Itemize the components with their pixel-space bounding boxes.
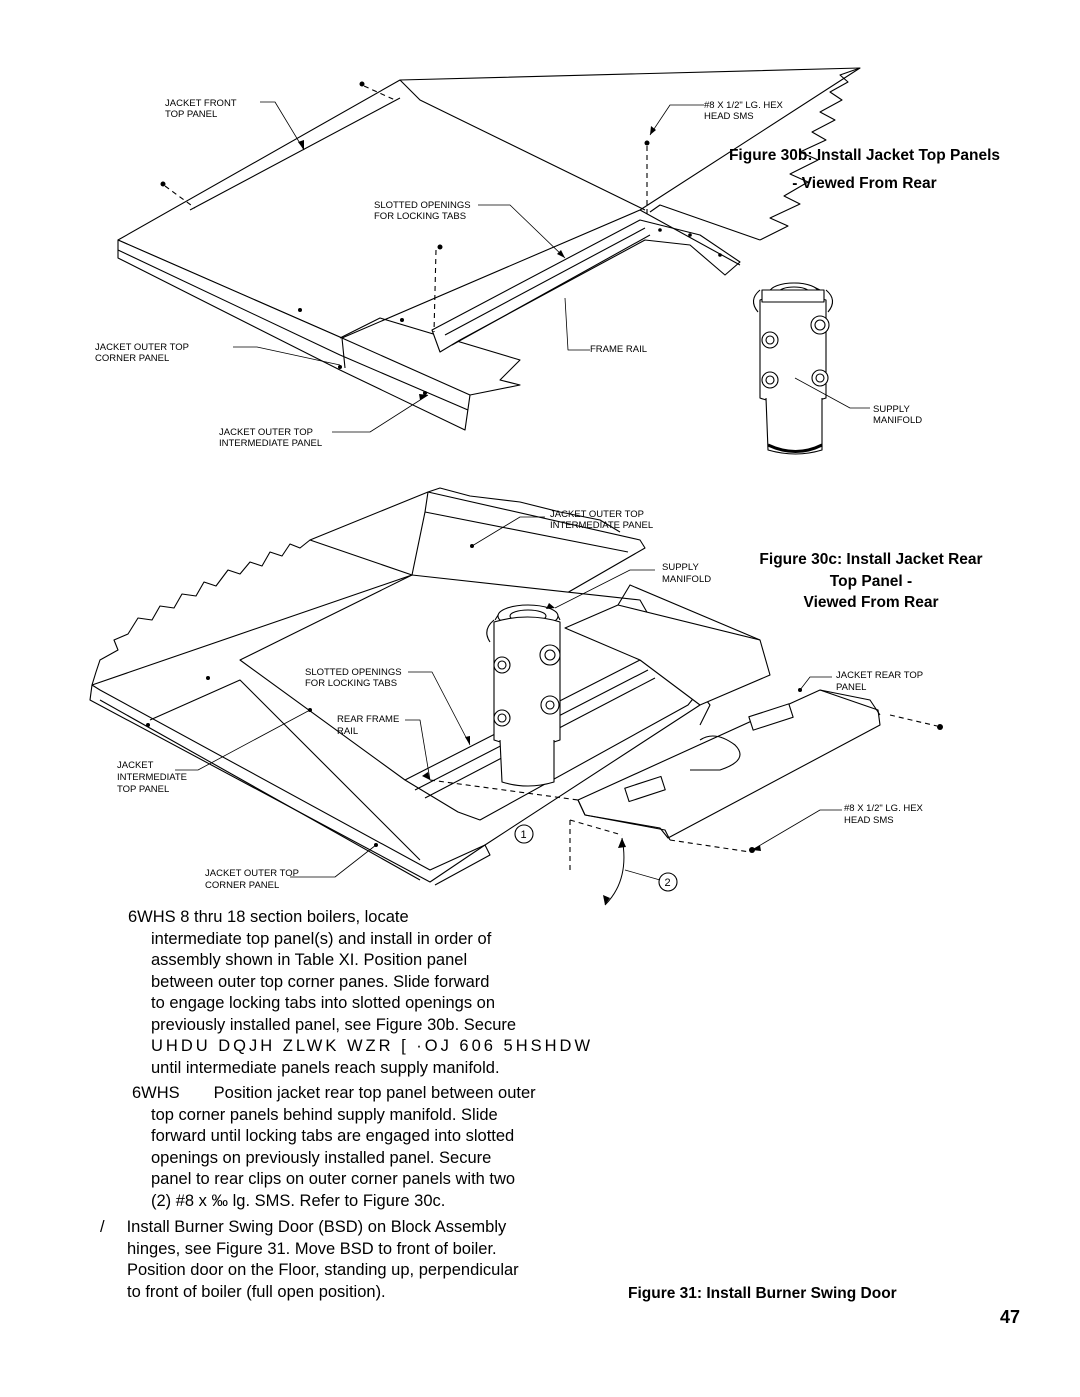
step-2-line-6: (2) #8 x ‰ lg. SMS. Refer to Figure 30c. [151, 1191, 446, 1210]
label-c-slotted-2: FOR LOCKING TABS [305, 678, 397, 689]
step-2-line-1: Position jacket rear top panel between o… [213, 1084, 536, 1102]
figure-30c-caption-line1: Figure 30c: Install Jacket Rear [759, 551, 983, 568]
label-c-jacket-inter-3: TOP PANEL [117, 784, 169, 795]
step-1-line-8: until intermediate panels reach supply m… [151, 1058, 500, 1077]
label-c-rear-rail-1: REAR FRAME [337, 714, 399, 725]
label-slotted-1: SLOTTED OPENINGS [374, 200, 471, 211]
label-outer-intermediate-1: JACKET OUTER TOP [219, 427, 313, 438]
figure-30c-labels: JACKET OUTER TOP INTERMEDIATE PANEL SUPP… [117, 509, 924, 891]
label-c-outer-intermediate-2: INTERMEDIATE PANEL [550, 520, 653, 531]
label-c-supply-1: SUPPLY [662, 562, 699, 573]
step-1-line-6: previously installed panel, see Figure 3… [151, 1015, 517, 1034]
label-outer-intermediate-2: INTERMEDIATE PANEL [219, 438, 322, 449]
label-c-outer-corner-2: CORNER PANEL [205, 880, 279, 891]
step-1-text: 6WHS 8 thru 18 section boilers, locate i… [128, 907, 593, 1079]
label-supply-1: SUPPLY [873, 404, 910, 415]
label-outer-corner-2: CORNER PANEL [95, 353, 169, 364]
label-c-rear-top-1: JACKET REAR TOP [836, 670, 923, 681]
step-1-line-1: 6WHS 8 thru 18 section boilers, locate [128, 908, 409, 926]
step-1-line-3: assembly shown in Table XI. Position pan… [151, 951, 468, 969]
label-hex-sms-2: HEAD SMS [704, 111, 754, 122]
label-outer-corner-1: JACKET OUTER TOP [95, 342, 189, 353]
figure-30b-labels: JACKET FRONT TOP PANEL #8 X 1/2" LG. HEX… [95, 98, 922, 449]
step-2-text: 6WHS Position jacket rear top panel betwe… [132, 1083, 536, 1212]
figure-30b-caption-line1: Figure 30b: Install Jacket Top Panels [728, 147, 1001, 164]
label-c-outer-corner-1: JACKET OUTER TOP [205, 868, 299, 879]
step-3-prefix: / [100, 1218, 105, 1236]
supply-manifold-30b [752, 282, 834, 455]
label-c-outer-intermediate-1: JACKET OUTER TOP [550, 509, 644, 520]
label-c-rear-top-2: PANEL [836, 682, 866, 693]
label-jacket-front-top-2: TOP PANEL [165, 109, 217, 120]
label-c-hex-sms-1: #8 X 1/2" LG. HEX [844, 803, 924, 814]
figure-30c-caption-line3: Viewed From Rear [803, 594, 939, 611]
callout-2: 2 [665, 877, 671, 889]
step-3-line-3: Position door on the Floor, standing up,… [127, 1261, 519, 1279]
frame-rail-30b [431, 219, 741, 353]
step-1-line-5: to engage locking tabs into slotted open… [151, 994, 496, 1012]
step-2-line-2: top corner panels behind supply manifold… [151, 1105, 498, 1124]
label-c-rear-rail-2: RAIL [337, 726, 358, 737]
figure-30b-caption-line2: - Viewed From Rear [792, 174, 937, 192]
supply-manifold-30c [486, 604, 561, 787]
label-c-supply-2: MANIFOLD [662, 574, 711, 585]
label-supply-2: MANIFOLD [873, 415, 922, 426]
step-1-line-2: intermediate top panel(s) and install in… [151, 929, 492, 948]
step-3-line-2: hinges, see Figure 31. Move BSD to front… [127, 1239, 497, 1258]
figure-31-caption: Figure 31: Install Burner Swing Door [628, 1285, 897, 1302]
figure-30b-caption: Figure 30b: Install Jacket Top Panels - … [712, 148, 1017, 191]
figure-30c-caption: Figure 30c: Install Jacket Rear Top Pane… [738, 552, 1004, 611]
label-frame-rail: FRAME RAIL [590, 344, 647, 355]
label-hex-sms-1: #8 X 1/2" LG. HEX [704, 100, 784, 111]
figure-30b-drawing [117, 67, 870, 455]
step-2-line-4: openings on previously installed panel. … [151, 1148, 492, 1167]
label-jacket-front-top-1: JACKET FRONT [165, 98, 237, 109]
label-slotted-2: FOR LOCKING TABS [374, 211, 466, 222]
label-c-jacket-inter-2: INTERMEDIATE [117, 772, 187, 783]
step-1-line-7: UHDU DQJH ZLWK WZR [ ·OJ 606 5HSHDW [151, 1037, 594, 1055]
step-2-prefix: 6WHS [132, 1084, 180, 1102]
figure-30c-drawing [89, 487, 943, 906]
step-3-line-4: to front of boiler (full open position). [127, 1282, 386, 1301]
step-3-text: / Install Burner Swing Door (BSD) on Bloc… [100, 1217, 519, 1303]
figure-30c-caption-line2: Top Panel - [829, 572, 913, 590]
callout-1: 1 [521, 829, 527, 841]
label-c-hex-sms-2: HEAD SMS [844, 815, 894, 826]
page-number: 47 [999, 1307, 1020, 1327]
step-3-line-1: Install Burner Swing Door (BSD) on Block… [126, 1218, 507, 1236]
step-2-line-5: panel to rear clips on outer corner pane… [151, 1170, 516, 1188]
label-c-jacket-inter-1: JACKET [117, 760, 154, 771]
step-1-line-4: between outer top corner panes. Slide fo… [151, 972, 490, 991]
step-2-line-3: forward until locking tabs are engaged i… [151, 1127, 515, 1145]
label-c-slotted-1: SLOTTED OPENINGS [305, 667, 402, 678]
